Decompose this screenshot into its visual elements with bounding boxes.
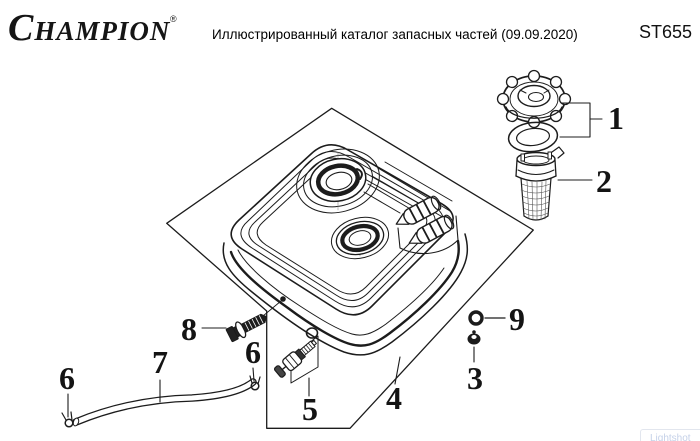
callout-5-label: 5 [302, 391, 318, 427]
fuel-cap-gasket-drawing [507, 121, 559, 153]
callout-6-label-right: 6 [245, 334, 261, 370]
callout-2-label: 2 [596, 163, 612, 199]
callout-4-label: 4 [386, 380, 402, 416]
callout-9-label: 9 [509, 301, 525, 337]
callout-1-leader [559, 102, 603, 138]
fuel-valve-drawing [273, 327, 319, 397]
callout-1-label: 1 [608, 100, 624, 136]
callout-6-label-left: 6 [59, 360, 75, 396]
registered-trademark-mark: ® [170, 14, 177, 24]
callout-8-label: 8 [181, 311, 197, 347]
page-title: Иллюстрированный каталог запасных частей… [212, 27, 578, 42]
hose-clip-right-drawing [249, 367, 261, 391]
lightshot-watermark: Lightshot [640, 429, 700, 441]
model-number: ST655 [638, 22, 692, 42]
callout-7-label: 7 [152, 344, 168, 380]
callout-4-leader [394, 356, 401, 385]
nut-drawing [467, 330, 481, 363]
fuel-cap-drawing [496, 69, 572, 129]
callout-3-label: 3 [467, 360, 483, 396]
brand-logo: CHAMPION [8, 7, 171, 49]
fuel-tank-drawing [222, 144, 469, 356]
fuel-filter-drawing [515, 146, 593, 221]
bolt-drawing [201, 300, 282, 343]
diagram-border [166, 107, 534, 429]
fuel-hose-drawing [72, 378, 257, 427]
tank-mounting-lug-front [408, 214, 455, 244]
tank-mounting-lug-rear [395, 195, 442, 225]
hose-clip-left-drawing [61, 393, 74, 428]
o-ring-drawing [468, 310, 506, 326]
